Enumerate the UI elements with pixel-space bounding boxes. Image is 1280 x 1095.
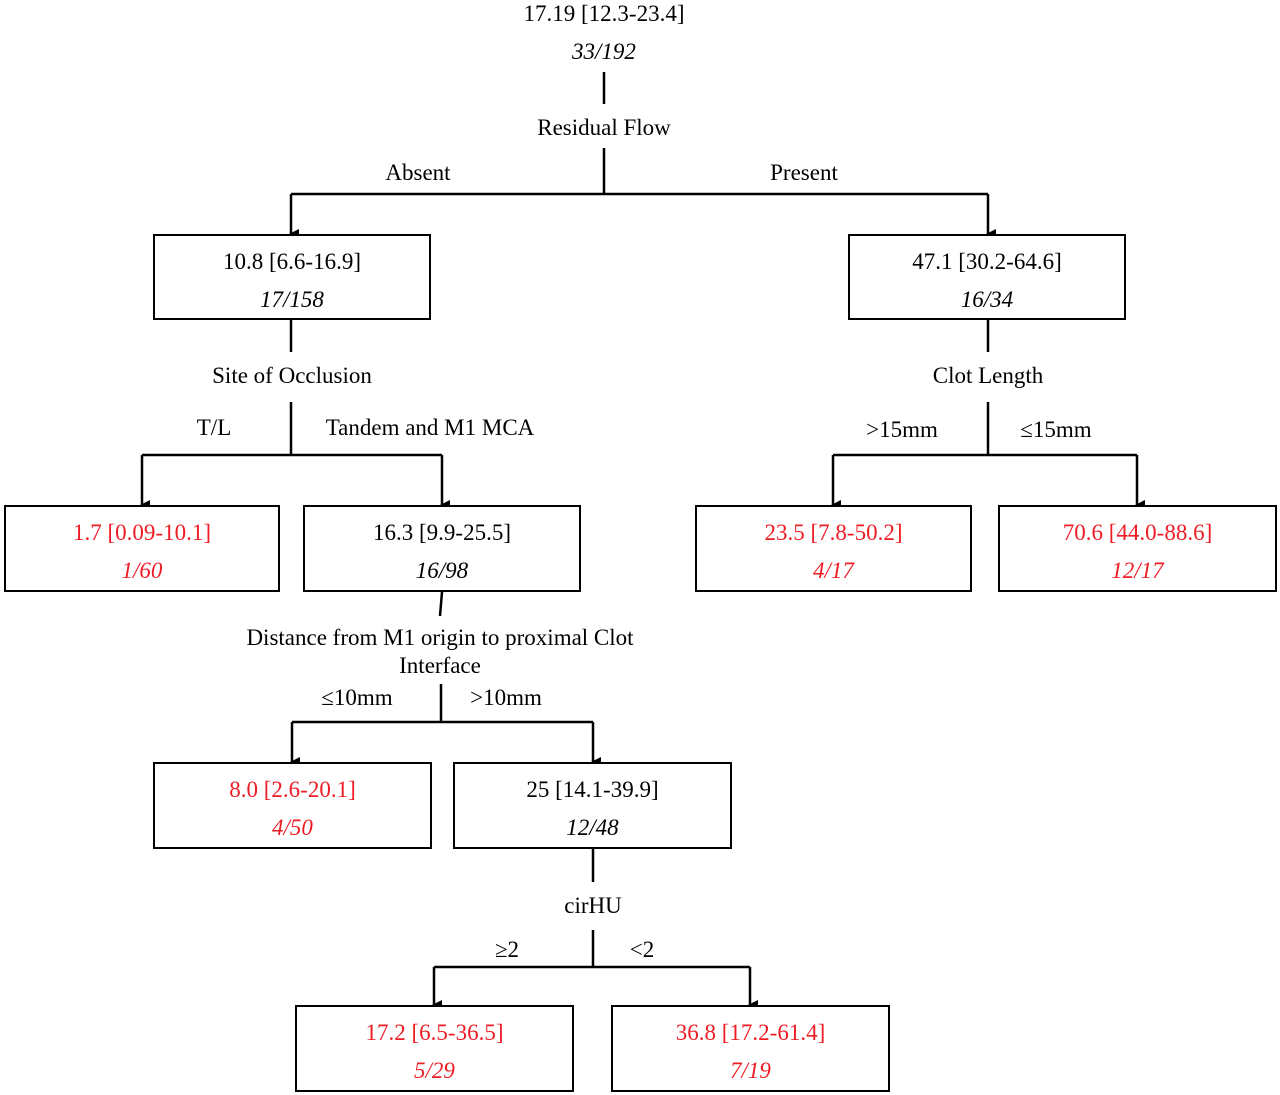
split-clot-length: Clot Length <box>932 363 1044 388</box>
node-present: 47.1 [30.2-64.6] 16/34 <box>848 234 1126 320</box>
node-le15: 70.6 [44.0-88.6] 12/17 <box>998 505 1277 592</box>
branch-le15: ≤15mm <box>1020 417 1092 442</box>
node-estimate: 16.3 [9.9-25.5] <box>373 520 511 545</box>
split-cirhu: cirHU <box>564 893 622 918</box>
branch-gt10: >10mm <box>470 685 542 710</box>
node-lt2: 36.8 [17.2-61.4] 7/19 <box>611 1005 890 1092</box>
branch-gt15: >15mm <box>866 417 938 442</box>
node-estimate: 17.2 [6.5-36.5] <box>365 1020 504 1045</box>
node-absent: 10.8 [6.6-16.9] 17/158 <box>153 234 431 320</box>
node-ratio: 17/158 <box>260 287 324 312</box>
branch-lt2: <2 <box>629 937 655 962</box>
node-ratio: 5/29 <box>414 1058 455 1083</box>
node-ge2: 17.2 [6.5-36.5] 5/29 <box>295 1005 574 1092</box>
node-gt10: 25 [14.1-39.9] 12/48 <box>453 762 732 849</box>
node-le10: 8.0 [2.6-20.1] 4/50 <box>153 762 432 849</box>
node-estimate: 23.5 [7.8-50.2] <box>764 520 903 545</box>
node-tandem: 16.3 [9.9-25.5] 16/98 <box>303 505 581 592</box>
split-distance-line1: Distance from M1 origin to proximal Clot <box>246 625 634 650</box>
node-ratio: 16/34 <box>960 287 1014 312</box>
split-distance-line2: Interface <box>399 653 481 678</box>
node-gt15: 23.5 [7.8-50.2] 4/17 <box>695 505 972 592</box>
node-ratio: 7/19 <box>730 1058 771 1083</box>
branch-tandem-m1: Tandem and M1 MCA <box>325 415 535 440</box>
node-estimate: 36.8 [17.2-61.4] <box>675 1020 826 1045</box>
node-ratio: 4/50 <box>272 815 313 840</box>
branch-ge2: ≥2 <box>494 937 520 962</box>
tandem-stem <box>438 591 444 617</box>
node-estimate: 1.7 [0.09-10.1] <box>73 520 211 545</box>
node-ratio: 12/48 <box>566 815 619 840</box>
node-estimate: 47.1 [30.2-64.6] <box>912 249 1062 274</box>
split-site-of-occlusion: Site of Occlusion <box>212 363 372 388</box>
branch-le10: ≤10mm <box>321 685 393 710</box>
node-ratio: 1/60 <box>121 558 163 583</box>
node-estimate: 8.0 [2.6-20.1] <box>229 777 356 802</box>
root-estimate: 17.19 [12.3-23.4] <box>523 1 685 26</box>
node-ratio: 16/98 <box>415 558 469 583</box>
node-tl: 1.7 [0.09-10.1] 1/60 <box>4 505 280 592</box>
split-residual-flow: Residual Flow <box>537 115 671 140</box>
branch-absent: Absent <box>385 160 451 185</box>
node-ratio: 4/17 <box>813 558 854 583</box>
branch-tl: T/L <box>196 415 232 440</box>
node-estimate: 70.6 [44.0-88.6] <box>1062 520 1213 545</box>
root-ratio: 33/192 <box>572 39 636 64</box>
node-estimate: 10.8 [6.6-16.9] <box>223 249 361 274</box>
node-estimate: 25 [14.1-39.9] <box>526 777 659 802</box>
branch-present: Present <box>770 160 838 185</box>
node-ratio: 12/17 <box>1111 558 1164 583</box>
